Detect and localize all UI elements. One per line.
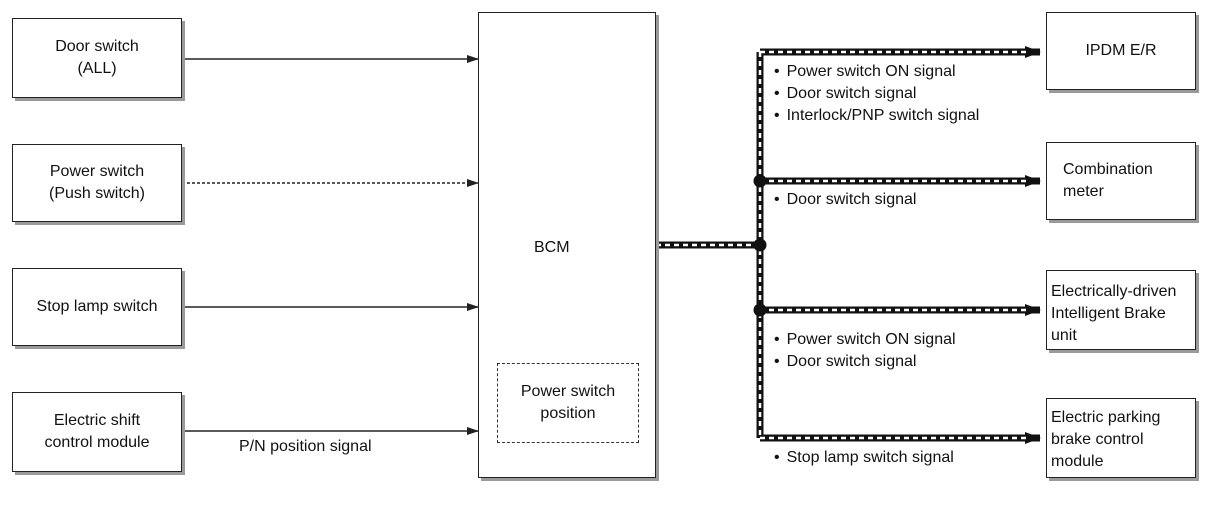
door-switch-sublabel: (ALL) [77, 60, 117, 77]
brake-unit-box: Electrically-driven Intelligent Brake un… [1046, 270, 1196, 350]
bcm-label: BCM [534, 239, 570, 256]
parking-brake-box: Electric parking brake control module [1046, 398, 1196, 478]
pn-position-signal-label: P/N position signal [239, 438, 372, 455]
combination-meter-line2: meter [1063, 183, 1104, 200]
power-switch-position-line2: position [540, 405, 596, 422]
door-switch-label: Door switch [55, 38, 139, 55]
power-switch-position-line1: Power switch [520, 383, 616, 400]
ipdm-er-box: IPDM E/R [1046, 12, 1196, 90]
ipdm-signal-3: Interlock/PNP switch signal [774, 105, 980, 127]
brake-unit-line2: Intelligent Brake [1051, 305, 1166, 322]
stop-lamp-switch-box: Stop lamp switch [12, 268, 182, 346]
parking-brake-line1: Electric parking [1051, 409, 1161, 426]
brake-unit-line1: Electrically-driven [1051, 283, 1177, 300]
brake-unit-line3: unit [1051, 327, 1077, 344]
brake-signal-1: Power switch ON signal [774, 329, 956, 351]
ipdm-signal-1: Power switch ON signal [774, 61, 956, 83]
stop-lamp-switch-label: Stop lamp switch [36, 298, 158, 315]
bcm-box: BCM Power switch position [478, 12, 656, 478]
brake-signal-2: Door switch signal [774, 351, 917, 373]
parking-brake-line3: module [1051, 453, 1104, 470]
combination-meter-box: Combination meter [1046, 142, 1196, 220]
electric-shift-box: Electric shift control module [12, 392, 182, 472]
power-switch-position-box: Power switch position [497, 363, 639, 443]
can-bus [656, 46, 1041, 444]
parking-brake-line2: brake control [1051, 431, 1144, 448]
meter-signal-1: Door switch signal [774, 189, 917, 211]
electric-shift-sublabel: control module [44, 434, 150, 451]
ipdm-signal-2: Door switch signal [774, 83, 917, 105]
combination-meter-line1: Combination [1063, 161, 1153, 178]
parking-signal-1: Stop lamp switch signal [774, 447, 954, 469]
power-switch-sublabel: (Push switch) [48, 185, 146, 202]
ipdm-er-label: IPDM E/R [1085, 42, 1157, 59]
electric-shift-label: Electric shift [53, 412, 141, 429]
power-switch-box: Power switch (Push switch) [12, 144, 182, 222]
door-switch-box: Door switch (ALL) [12, 18, 182, 98]
power-switch-label: Power switch [49, 163, 145, 180]
